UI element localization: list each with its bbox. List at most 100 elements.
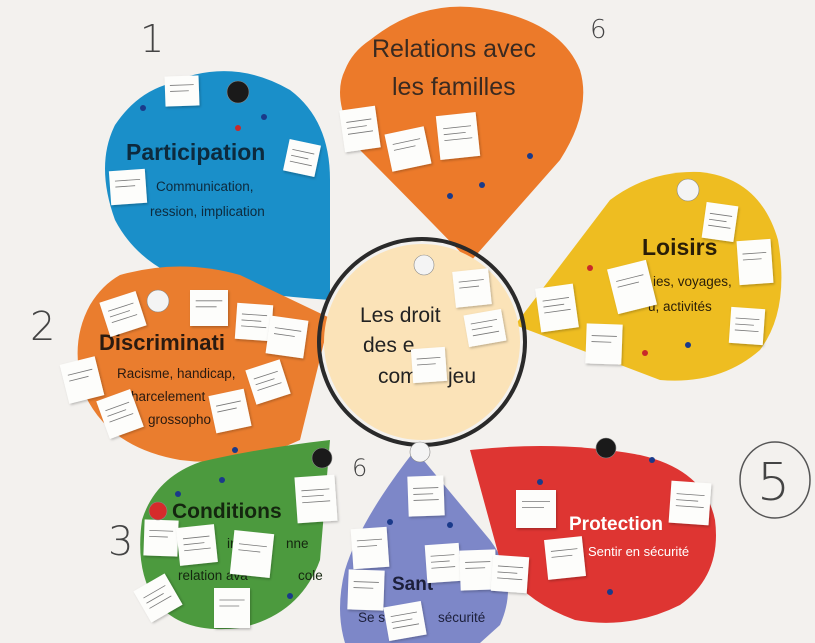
handwriting-scribble (238, 543, 267, 548)
sticky-note-paper (435, 112, 481, 160)
sticky-note (452, 268, 492, 308)
sticky-note (234, 302, 274, 342)
handwriting-scribble (257, 382, 282, 391)
sticky-note (283, 139, 321, 177)
sticky-note (164, 75, 200, 107)
handwriting-scribble (302, 500, 331, 504)
sticky-note (383, 600, 427, 642)
handwriting-scribble (347, 130, 374, 135)
sticker-dot (387, 519, 393, 525)
sticky-note-paper (96, 389, 144, 439)
handwriting-scribble (497, 577, 523, 581)
sticky-note-paper (99, 291, 147, 337)
handwriting-scribble (108, 302, 134, 312)
handwriting-scribble (143, 585, 166, 599)
handwriting-scribble (431, 566, 456, 569)
sticky-note-paper (701, 201, 739, 243)
sticky-note (265, 315, 309, 359)
sticky-note-paper (59, 356, 105, 404)
magnet (676, 178, 700, 202)
sticky-note-paper (516, 490, 556, 528)
sticker-dot (607, 589, 613, 595)
handwriting-scribble (289, 160, 312, 167)
handwriting-scribble (591, 335, 617, 337)
magnet (148, 501, 168, 521)
sticky-note-paper (350, 526, 390, 570)
sticky-note (736, 238, 774, 286)
handwriting-scribble (357, 545, 378, 548)
sticky-note-paper (347, 569, 385, 611)
sticky-note-paper (208, 388, 252, 434)
handwriting-scribble (550, 548, 578, 552)
sticky-note-paper (294, 474, 338, 524)
sticky-note-paper (383, 600, 427, 642)
sticky-note (108, 168, 148, 206)
handwriting-scribble (182, 535, 210, 540)
relations-title-1: Relations avec (372, 35, 536, 63)
conditions-title: Conditions (172, 500, 282, 523)
sticky-notes (59, 75, 774, 642)
magnet (595, 437, 617, 459)
handwriting-scribble (217, 407, 237, 413)
handwriting-scribble (543, 303, 565, 308)
sticky-note (516, 490, 556, 528)
sticky-note (435, 112, 481, 160)
handwriting-scribble (497, 565, 524, 569)
sticky-note-paper (245, 359, 291, 405)
sticky-note-paper (452, 268, 492, 308)
magnet (226, 80, 250, 104)
sticker-dot (140, 105, 146, 111)
sticker-dot (235, 125, 241, 131)
handwritten-circle (739, 441, 811, 519)
conditions-sub-4: cole (298, 568, 323, 583)
handwriting-scribble (170, 90, 189, 92)
handwriting-scribble (471, 325, 493, 331)
handwriting-scribble (544, 308, 571, 314)
handwriting-scribble (734, 329, 759, 333)
handwriting-scribble (291, 154, 309, 160)
center-text-line1: Les droit (360, 304, 441, 327)
sticky-note (59, 356, 105, 404)
sticker-dot (642, 350, 648, 356)
handwriting-scribble (253, 370, 278, 380)
sticker-dot (447, 522, 453, 528)
handwriting-scribble (465, 567, 486, 569)
sticker-dot (447, 193, 453, 199)
sticker-dot (261, 114, 267, 120)
petal-participation (105, 71, 330, 301)
handwriting-scribble (392, 138, 421, 145)
handwriting-scribble (241, 319, 262, 322)
sticker-dot (287, 593, 293, 599)
sticky-note (463, 308, 507, 348)
handwriting-scribble (353, 581, 379, 583)
sticky-note (490, 554, 530, 594)
handwriting-scribble (115, 185, 136, 188)
handwriting-scribble (542, 297, 570, 302)
sticky-note-paper (424, 542, 462, 584)
handwriting-scribble (591, 341, 612, 343)
handwritten-number-6-top: 6 (590, 15, 607, 45)
handwriting-scribble (146, 593, 164, 604)
handwriting-scribble (184, 547, 211, 552)
handwriting-scribble (347, 125, 367, 129)
handwriting-scribble (346, 118, 372, 123)
handwritten-number-3: 3 (108, 519, 133, 565)
handwriting-scribble (390, 611, 417, 618)
sticky-note (350, 526, 390, 570)
handwriting-scribble (183, 542, 205, 546)
handwriting-scribble (274, 327, 302, 332)
handwriting-scribble (169, 84, 194, 86)
handwriting-scribble (444, 137, 473, 142)
sticker-dot (219, 477, 225, 483)
handwriting-scribble (114, 178, 141, 182)
sticker-dot (537, 479, 543, 485)
sticky-note (133, 573, 183, 623)
sticky-note-paper (728, 306, 766, 346)
handwriting-scribble (391, 618, 413, 623)
handwriting-scribble (443, 131, 466, 136)
handwritten-number-5: 5 (757, 453, 790, 513)
handwriting-scribble (107, 409, 127, 417)
handwriting-scribble (417, 363, 436, 366)
sticky-note-paper (133, 573, 183, 623)
